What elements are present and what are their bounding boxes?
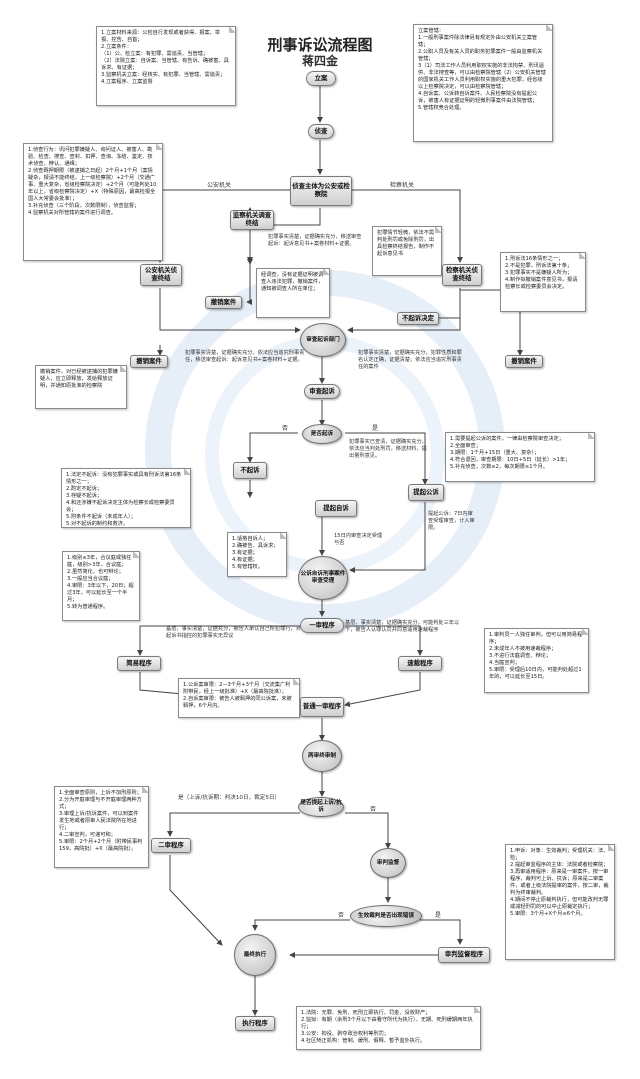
note-shencha-right: 1.需要提起公诉的案件，一律由检察院审查决定； 2.全面审查； 3.期限：1个月…: [445, 432, 595, 482]
label-shi-2: 是（上诉/抗诉期：判决10日，裁定5日）: [178, 795, 281, 801]
note-public-security-transfer: 犯罪事实清楚，证据确实充分，依法应当追究刑事责任，移送审查起诉：起诉意见书+案卷…: [185, 350, 305, 364]
node-liangshen: 两审终审制: [302, 740, 342, 772]
note-revoke-release: 撤销案件，对已经被逮捕的犯罪嫌疑人，应立即释放，发给释放证明，并通知原批准的检察…: [35, 365, 127, 409]
note-jiancha-transfer: 犯罪事实清楚，证据确实充分，移送审查起诉：起诉意见书+案卷材料+证据。: [268, 234, 362, 248]
node-jiancha-diaocha: 监察机关调查终结: [230, 210, 274, 230]
node-suchai: 速裁程序: [398, 656, 442, 671]
node-chexiao-1: 撤销案件: [205, 296, 242, 309]
node-shifou-qisu: 是否起诉: [302, 424, 342, 444]
node-chexiao-2: 撤销案件: [130, 355, 168, 368]
node-putong-yishen: 普通一审程序: [300, 697, 344, 717]
note-jianyi-rules: 1.级别≤3年，合议庭或独任庭，级别>3年，合议庭； 2.虽然简化，也可辩论； …: [62, 551, 140, 621]
node-jianchayuan-zhencha: 检察机关侦查终结: [442, 264, 482, 286]
label-fou-2: 否: [370, 806, 377, 813]
label-gongan: 公安机关: [207, 182, 232, 189]
node-ershen: 二审程序: [151, 838, 191, 853]
node-shencha-qisu: 审查起诉: [304, 384, 340, 399]
node-buqisu: 不起诉: [233, 462, 267, 479]
node-gongan-zhencha: 公安机关侦查终结: [140, 264, 182, 286]
label-jianchajiguan: 检察机关: [390, 182, 415, 189]
note-zhencha-left: 1.侦查行为：讯问犯罪嫌疑人、询问证人、被害人、勘验、检查、搜查、查封、扣押、查…: [23, 143, 163, 261]
note-zhixing-rules: 1.法院：无罪、免刑、死刑立即执行、罚金、没收财产； 2.监狱：有期（余刑3个月…: [296, 1006, 481, 1050]
note-putong-deadline: 1.公诉案审限：2—3个月+3个月（交流集广利附带民，经上一级批准）+X（最高院…: [178, 678, 300, 718]
note-revoke-conditions: 1.刑诉法16条情形之一； 2.不是犯罪，刑诉法第十条； 3.犯罪事实不是嫌疑人…: [500, 252, 586, 312]
node-shenpan-jiandu: 审判监督: [370, 848, 406, 878]
node-yishen: 一审程序: [300, 618, 344, 633]
node-fayuan-accept: 公诉自诉刑事案件审查受理: [298, 556, 348, 600]
note-suchai-rules: 1.审判员一人独任审判，但可以用简易程序； 2.未成年人不被用速裁程序； 3.不…: [484, 628, 589, 693]
note-gongsu-accept: 提起公诉：7日内审查受理审查，计入审限。: [428, 511, 475, 532]
note-buyusuqi: 犯罪情节轻微，依法不需判处刑罚或免除刑罚，出具检察终结报告，制作不起诉意见书: [372, 226, 442, 276]
note-jianyi-conditions: 基层，事实清楚，证据充分，被告人承认自己所犯罪行，对起诉书指控的犯罪事实无异议: [166, 626, 301, 640]
label-shi-3: 是: [435, 912, 442, 919]
label-shi-1: 是: [372, 425, 379, 432]
note-zisu-deadline: 15日内审查决定受理与否: [334, 533, 383, 547]
note-ershen-rules: 1.全面审查原则，上诉不加刑原则； 2.分为开庭审理与不开庭审理两种方式； 3.…: [54, 786, 149, 868]
node-zhencha: 侦查: [308, 124, 334, 139]
node-zhixing: 执行程序: [235, 1016, 275, 1031]
node-zuizhong: 最终执行: [234, 934, 276, 976]
note-jiandu-rules: 1.申诉：对象：生效裁判；受理机关：法、检； 2.提起审监程序的主体：法院或者检…: [505, 844, 615, 960]
label-fou-1: 否: [282, 425, 289, 432]
node-shenpan-jiandu-chengxu: 审判监督程序: [438, 947, 490, 963]
page-subtitle: 蒋四金: [301, 54, 338, 68]
node-shencha-dept: 审查起诉部门: [300, 323, 346, 357]
page-title: 刑事诉讼流程图: [267, 36, 373, 54]
note-procuratorate-transfer: 犯罪事实清楚，证据确实充分，犯罪性质和罪名认定正确，证据清楚，依法应当追究刑事责…: [358, 350, 462, 371]
node-shengxiao-error: 生效裁判是否出现错误: [350, 905, 422, 927]
note-suchai-conditions: 基层，事实清楚，证据确实充分，可能判处三年以下，被告人认罪认罚并同意适用速裁程序: [345, 620, 460, 634]
note-buqisu-types: 1.法定不起诉：没有犯罪事实或具有刑诉法第16条情形之一； 2.酌定不起诉； 3…: [61, 468, 191, 528]
node-buyusuqi: 不起诉决定: [397, 312, 439, 325]
node-jianyi: 简易程序: [117, 656, 161, 671]
note-qisu-conditions: 犯罪事实已查清，证据确实充分，依法应当判处刑罚，移送材料，提出量刑意见。: [349, 439, 427, 460]
note-lian-right: 立案管辖： 1.一般刑事案件除法律另有规定外由公安机关立案管辖； 2.公职人员及…: [413, 24, 553, 142]
label-fou-3: 否: [338, 912, 345, 919]
note-jiancha-revoke: 经调查，没有证据证明被调查人违法犯罪，撤销案件，通知被调查人所在单位；: [256, 268, 330, 318]
node-lian: 立案: [306, 71, 336, 86]
note-lian-left: 1.立案材料来源：公检自行发现或者获得、报案、举报、控告、自首； 2.立案条件：…: [96, 26, 236, 106]
note-zisu-conditions: 1.适格自诉人； 2.确被告、具诉求； 3.有证据； 4.有证据； 5.有管辖权…: [227, 532, 287, 577]
node-investigation-subject: 侦查主体为公安或检察院: [290, 176, 352, 206]
node-chexiao-3: 撤销案件: [505, 355, 543, 368]
node-tiqi-zisu: 提起自诉: [315, 500, 357, 517]
node-shangsu: 是否提起上诉/抗诉: [298, 797, 344, 817]
node-tiqi-gongsu: 提起公诉: [408, 484, 444, 501]
